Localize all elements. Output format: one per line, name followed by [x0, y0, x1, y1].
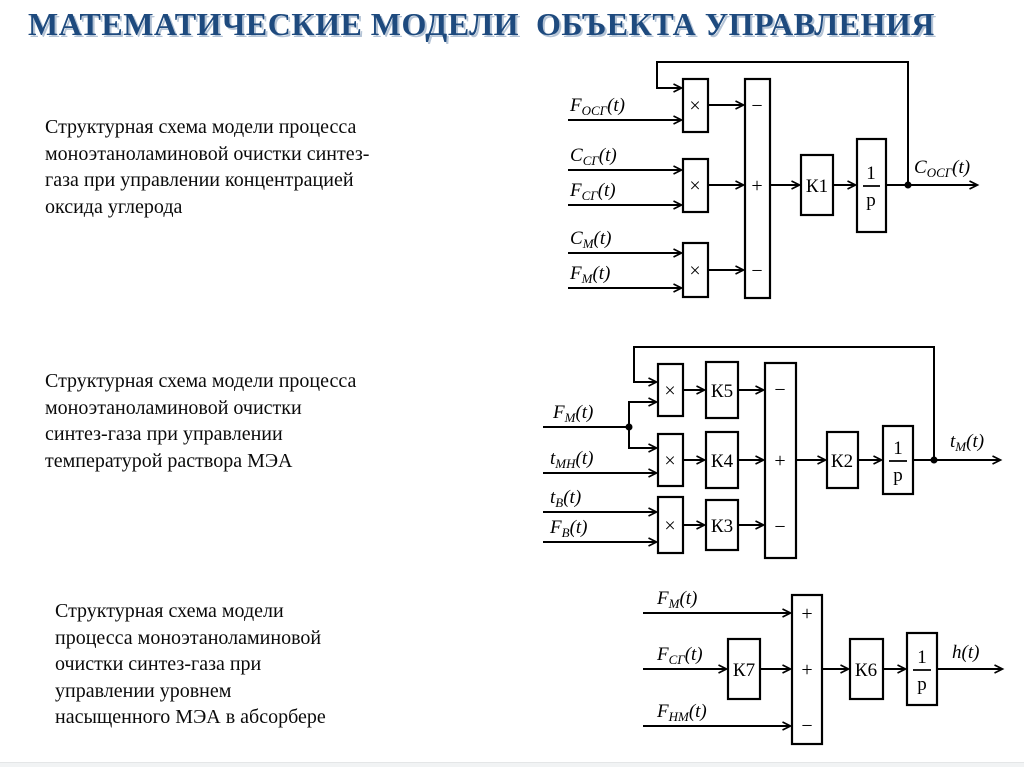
signal-label: FМ(t): [552, 402, 593, 425]
multiply-sign: ×: [689, 95, 700, 117]
sum-sign-plus: +: [801, 603, 812, 625]
diagram1-wires: [568, 61, 980, 293]
multiplier-block: [681, 157, 710, 214]
sum-sign-plus: +: [751, 175, 762, 197]
diagram3-caption: Структурная схема модели процесса моноэт…: [55, 600, 326, 728]
multiply-sign: ×: [664, 515, 675, 537]
signal-label: FСГ(t): [569, 180, 616, 203]
integrator-denominator: p: [893, 465, 903, 486]
slide-title: МАТЕМАТИЧЕСКИЕ МОДЕЛИ ОБЪЕКТА УПРАВЛЕНИЯ: [28, 6, 935, 42]
diagram2-wires: [543, 346, 1003, 547]
integrator-denominator: p: [866, 190, 876, 211]
multiply-sign: ×: [689, 260, 700, 282]
signal-label: tМН(t): [550, 448, 593, 471]
feedback-wire: [656, 61, 909, 185]
signal-label: FСГ(t): [656, 644, 703, 667]
diagram3-wires: [643, 608, 1005, 731]
sum-block: [743, 77, 772, 300]
gain-label-k3: К3: [711, 516, 733, 537]
output-label: tМ(t): [950, 431, 984, 454]
sum-sign-minus: −: [801, 715, 812, 737]
gain-label-k5: К5: [711, 381, 733, 402]
branch-dot: [625, 423, 633, 431]
diagram2-caption: Структурная схема модели процесса моноэт…: [45, 370, 357, 472]
signal-label: FВ(t): [549, 517, 588, 540]
sum-sign-minus: −: [774, 379, 785, 401]
slide-bottom-edge: [0, 762, 1024, 767]
branch-dot: [904, 181, 912, 189]
signal-label: FМ(t): [656, 588, 697, 611]
gain-block-k5: [704, 360, 740, 420]
gain-block-k4: [704, 430, 740, 490]
gain-block-k1: [799, 153, 835, 217]
gain-label-k7: К7: [733, 660, 755, 681]
integrator-numerator: 1: [893, 438, 903, 459]
sum-block: [763, 361, 798, 560]
multiplier-block: [681, 77, 710, 134]
gain-block-k3: [704, 498, 740, 552]
gain-label-k2: К2: [831, 451, 853, 472]
gain-block-k7: [726, 637, 762, 701]
multiply-sign: ×: [689, 175, 700, 197]
multiplier-block: [656, 432, 685, 488]
sum-sign-plus: +: [774, 450, 785, 472]
sum-sign-plus: +: [801, 659, 812, 681]
multiply-sign: ×: [664, 450, 675, 472]
sum-sign-minus: −: [751, 260, 762, 282]
feedback-wire: [633, 346, 935, 460]
diagram2-blocks: [656, 360, 915, 560]
integrator-denominator: p: [917, 674, 927, 695]
diagram1-caption: Структурная схема модели процесса моноэт…: [45, 116, 370, 218]
signal-label: CСГ(t): [570, 145, 617, 168]
branch-wire: [628, 397, 659, 427]
gain-block-k6: [848, 637, 885, 701]
signal-label: FМ(t): [569, 263, 610, 286]
multiplier-block: [681, 241, 710, 299]
diagram1-co-concentration: × × × − + − К1 1 p FОСГ(t) CСГ(t) FСГ(t)…: [568, 61, 980, 300]
diagram1-blocks: [681, 77, 888, 300]
signal-label: FНМ(t): [656, 701, 707, 724]
gain-label-k1: К1: [806, 176, 828, 197]
multiplier-block: [656, 495, 685, 555]
gain-label-k6: К6: [855, 660, 877, 681]
sum-sign-minus: −: [774, 516, 785, 538]
branch-wire: [628, 427, 659, 453]
gain-label-k4: К4: [711, 451, 734, 472]
integrator-block: [881, 424, 915, 496]
output-label: CОСГ(t): [914, 157, 970, 180]
multiplier-block: [656, 362, 685, 418]
diagram3-mea-level: К7 + + − К6 1 p FМ(t) FСГ(t) FНМ(t) h(t): [643, 588, 1005, 746]
diagram2-mea-temperature: × × × К5 К4 К3 − + − К2 1 p FМ(t) tМН(t)…: [543, 346, 1003, 560]
integrator-numerator: 1: [866, 163, 876, 184]
sum-block: [790, 593, 824, 746]
signal-label: FОСГ(t): [569, 95, 625, 118]
gain-block-k2: [825, 430, 860, 490]
branch-dot: [930, 456, 938, 464]
integrator-numerator: 1: [917, 647, 927, 668]
integrator-block: [905, 631, 939, 707]
multiply-sign: ×: [664, 380, 675, 402]
signal-label: tВ(t): [550, 487, 581, 510]
output-label: h(t): [952, 642, 979, 663]
sum-sign-minus: −: [751, 95, 762, 117]
integrator-block: [855, 137, 888, 234]
diagram3-blocks: [726, 593, 939, 746]
signal-label: CМ(t): [570, 228, 611, 251]
